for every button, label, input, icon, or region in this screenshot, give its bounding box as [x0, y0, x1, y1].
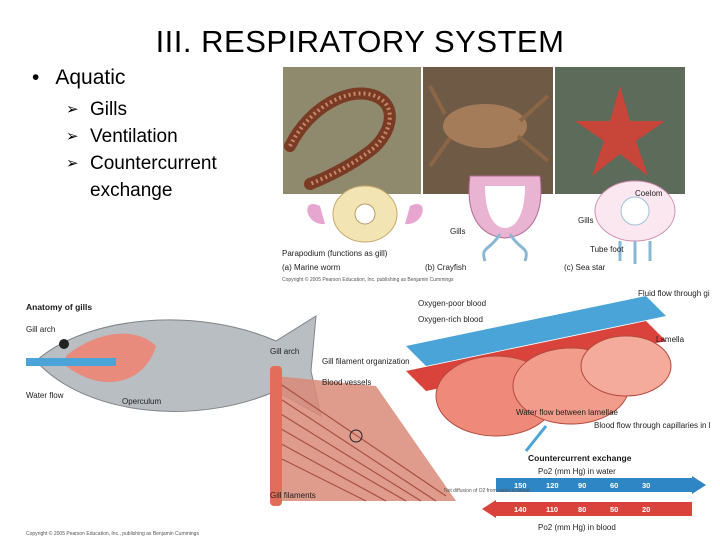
oxygen-poor-label: Oxygen-poor blood: [418, 299, 486, 308]
sub-bullet-label: Ventilation: [90, 126, 178, 147]
arrow-bullet-icon: ➢: [66, 128, 79, 145]
bottom-copyright: Copyright © 2005 Pearson Education, Inc.…: [26, 530, 199, 537]
slide-title: III. RESPIRATORY SYSTEM: [155, 24, 565, 59]
blood-arrowhead: [482, 500, 496, 518]
water-po2-value: 30: [642, 481, 650, 490]
po2-values: 150 120 90 60 30 140 110 80 50 20: [514, 481, 650, 514]
water-po2-value: 60: [610, 481, 618, 490]
sub-bullet-countercurrent: ➢ Countercurrent: [66, 150, 217, 177]
gill-arch-bar: [270, 366, 282, 506]
fluid-flow-label: Fluid flow through gill filament: [638, 289, 710, 298]
gill-arch-label-b: Gill arch: [270, 347, 299, 356]
bullet-aquatic: • Aquatic: [32, 66, 125, 90]
blood-bar: [496, 502, 692, 516]
water-flow-between-label: Water flow between lamellae: [516, 408, 619, 417]
tube-foot-label: Tube foot: [590, 245, 624, 254]
water-po2-value: 90: [578, 481, 586, 490]
sub-bullet-ventilation: ➢ Ventilation: [66, 123, 217, 150]
lamella-label: Lamella: [656, 335, 685, 344]
crayfish-caption: (b) Crayfish: [425, 263, 466, 272]
water-arrowhead: [692, 476, 706, 494]
gill-filaments-label: Gill filaments: [270, 491, 316, 500]
po2-water-label: Po2 (mm Hg) in water: [538, 467, 616, 476]
fish-illustration: [26, 315, 322, 417]
marine-worm-caption: (a) Marine worm: [282, 263, 341, 272]
anatomy-of-gills-label: Anatomy of gills: [26, 302, 92, 312]
coelom-label: Coelom: [635, 189, 663, 198]
gill-filaments-drawing: [270, 366, 456, 506]
sub-bullet-label: Countercurrent: [90, 153, 217, 174]
fish-gill-figure: Anatomy of gills Gill arch Water flow Op…: [26, 289, 710, 537]
sub-bullet-continuation: exchange: [66, 177, 217, 204]
net-diffusion-label: Net diffusion of O2 from water to blood: [444, 488, 530, 494]
water-bar: [496, 478, 692, 492]
operculum-label: Operculum: [122, 397, 161, 406]
sub-bullet-label: Gills: [90, 99, 127, 120]
blood-flow-label: Blood flow through capillaries in lamell…: [594, 421, 710, 430]
oxygen-poor-vessel: [406, 296, 666, 366]
water-po2-value: 120: [546, 481, 559, 490]
blood-po2-value: 140: [514, 505, 527, 514]
crayfish-gills-label: Gills: [450, 227, 466, 236]
sub-bullet-gills: ➢ Gills: [66, 96, 217, 123]
water-flow-label: Water flow: [26, 391, 64, 400]
blood-po2-value: 50: [610, 505, 618, 514]
po2-blood-label: Po2 (mm Hg) in blood: [538, 523, 616, 532]
arrow-bullet-icon: ➢: [66, 155, 79, 172]
gill-arch-label-a: Gill arch: [26, 325, 55, 334]
countercurrent-label: Countercurrent exchange: [528, 453, 632, 463]
blood-vessels-label: Blood vessels: [322, 378, 371, 387]
parapodium-label: Parapodium (functions as gill): [282, 249, 388, 258]
lamella-diagram: [406, 296, 672, 452]
sea-star-caption: (c) Sea star: [564, 263, 606, 272]
crayfish-legs: [428, 85, 550, 168]
lamella-3: [580, 335, 672, 397]
sea-star-body: [575, 86, 665, 176]
oxygen-rich-label: Oxygen-rich blood: [418, 315, 483, 324]
water-flow-arrow: [26, 358, 116, 366]
zoom-circle: [349, 429, 363, 443]
sea-star-gills-label: Gills: [578, 216, 594, 225]
sub-bullet-list: ➢ Gills ➢ Ventilation ➢ Countercurrent e…: [66, 96, 217, 204]
arrow-bullet-icon: ➢: [66, 101, 79, 118]
blood-po2-value: 20: [642, 505, 650, 514]
sub-bullet-label: exchange: [90, 180, 173, 201]
water-po2-value: 150: [514, 481, 527, 490]
gill-cavity: [66, 333, 156, 383]
water-flow-between-arrow: [524, 425, 548, 452]
parapodium-diagram: [307, 185, 423, 243]
sea-star-diagram: [594, 180, 676, 264]
gill-filament-organization-label: Gill filament organization: [322, 357, 410, 366]
bullet-aquatic-label: Aquatic: [55, 66, 126, 89]
invertebrate-gills-figure: Parapodium (functions as gill) (a) Marin…: [282, 67, 685, 283]
top-copyright: Copyright © 2005 Pearson Education, Inc.…: [282, 276, 454, 283]
blood-po2-value: 110: [546, 505, 558, 514]
crayfish-body: [443, 104, 527, 148]
blood-po2-value: 80: [578, 505, 586, 514]
worm-segments: [288, 91, 392, 186]
crayfish-gill-diagram: [468, 175, 542, 262]
bullet-dot: •: [32, 66, 40, 89]
